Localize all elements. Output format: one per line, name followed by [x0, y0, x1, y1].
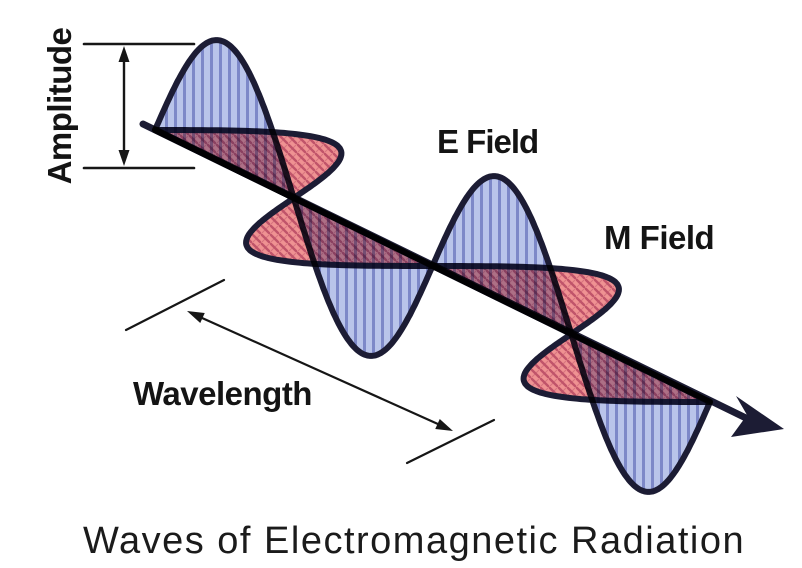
diagram-title: Waves of Electromagnetic Radiation [83, 520, 746, 562]
wavelength-arrowhead-left [187, 311, 205, 324]
wavelength-tick-right [405, 418, 496, 465]
wavelength-label: Wavelength [133, 375, 312, 412]
amplitude-arrowhead-down [118, 150, 130, 166]
axis-arrowhead [731, 396, 784, 437]
m-field-label: M Field [604, 219, 715, 256]
amplitude-annotation [82, 42, 196, 170]
e-field-label: E Field [437, 123, 539, 160]
wavelength-annotation [124, 278, 496, 465]
wavelength-double-arrow-shaft [189, 311, 451, 431]
amplitude-arrowhead-up [118, 46, 130, 62]
wavelength-tick-left [124, 278, 226, 332]
wavelength-arrowhead-right [435, 418, 453, 431]
e-field-curve [152, 37, 713, 495]
e-field-wave [152, 37, 713, 495]
amplitude-label: Amplitude [41, 27, 78, 185]
